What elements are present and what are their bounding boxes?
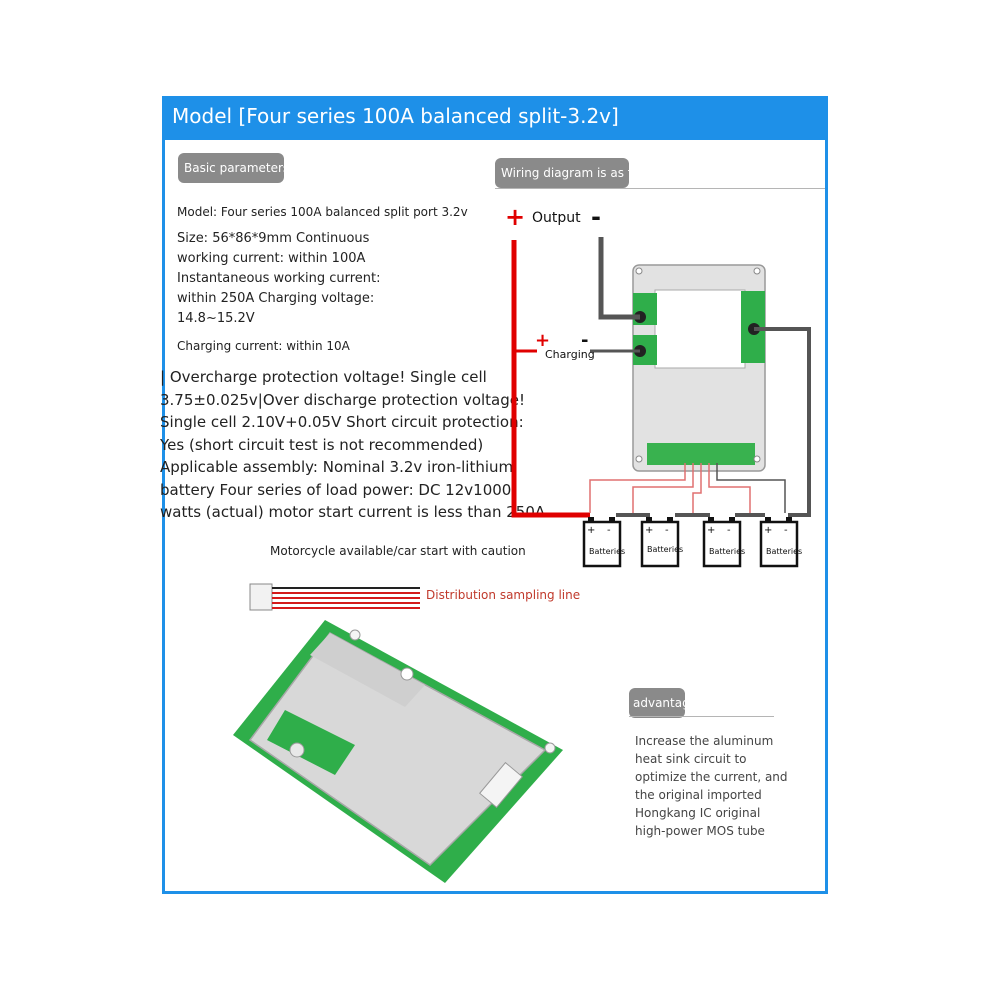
advantage-rule <box>629 716 774 717</box>
protection-line: | Overcharge protection voltage! Single … <box>160 368 487 386</box>
size-line: working current: within 100A <box>177 251 366 266</box>
charging-minus-sign: - <box>581 330 588 351</box>
mounting-hole <box>753 455 761 463</box>
output-minus-sign: - <box>591 203 601 231</box>
advantage-heading: advantage <box>629 688 697 718</box>
battery-minus-sign: - <box>727 525 731 536</box>
protection-spec: | Overcharge protection voltage! Single … <box>160 366 545 524</box>
battery-label: Batteries <box>647 545 683 554</box>
charging-plus-sign: + <box>535 330 550 351</box>
size-line: Size: 56*86*9mm Continuous <box>177 231 370 246</box>
battery-plus-sign: + <box>764 525 772 536</box>
size-line: within 250A Charging voltage: <box>177 291 375 306</box>
mounting-hole <box>753 267 761 275</box>
output-negative-wire <box>598 237 640 320</box>
wiring-diagram: + - Batteries + - Batteries + - Batterie… <box>505 203 811 568</box>
positive-main-wire <box>511 240 590 518</box>
battery-label: Batteries <box>589 547 625 556</box>
battery-negative-wire <box>754 327 811 517</box>
title-bar <box>162 96 828 140</box>
basic-parameters-heading: Basic parameters <box>178 153 289 183</box>
advantage-line: heat sink circuit to <box>635 752 747 766</box>
mounting-hole <box>635 455 643 463</box>
size-line: Instantaneous working current: <box>177 271 381 286</box>
battery-cell: + - Batteries <box>582 517 625 568</box>
protection-line: Yes (short circuit test is not recommend… <box>160 435 484 454</box>
board-balance-pcb <box>647 443 755 465</box>
output-plus-sign: + <box>505 203 525 231</box>
advantage-line: the original imported <box>635 788 762 802</box>
advantage-line: Hongkang IC original <box>635 806 761 820</box>
protection-line: watts (actual) motor start current is le… <box>160 503 546 521</box>
balance-wire <box>692 463 702 513</box>
battery-plus-sign: + <box>587 525 595 536</box>
wiring-diagram-heading: Wiring diagram is as follows <box>495 158 669 188</box>
page-title: Model [Four series 100A balanced split-3… <box>172 104 619 128</box>
motorcycle-note: Motorcycle available/car start with caut… <box>270 544 526 558</box>
battery-plus-sign: + <box>707 525 715 536</box>
cable-connector <box>249 583 273 611</box>
battery-label: Batteries <box>766 547 802 556</box>
product-board-image <box>233 620 563 883</box>
battery-cell: + - Batteries <box>640 517 683 568</box>
battery-minus-sign: - <box>607 525 611 536</box>
sampling-line-label: Distribution sampling line <box>426 588 581 602</box>
output-label: Output <box>532 210 581 226</box>
balance-wire <box>716 463 786 513</box>
model-line: Model: Four series 100A balanced split p… <box>177 205 468 219</box>
sampling-cable <box>249 583 420 611</box>
battery-cell: + - Batteries <box>759 517 802 568</box>
protection-line: Applicable assembly: Nominal 3.2v iron-l… <box>160 458 514 476</box>
advantage-text: Increase the aluminum heat sink circuit … <box>635 732 788 840</box>
protection-line: battery Four series of load power: DC 12… <box>160 480 512 499</box>
battery-cell: + - Batteries <box>702 517 745 568</box>
balance-wire <box>632 463 694 513</box>
balance-wire <box>589 463 686 513</box>
balance-wire <box>708 463 751 513</box>
advantage-line: high-power MOS tube <box>635 824 765 838</box>
protection-line: Single cell 2.10V+0.05V Short circuit pr… <box>160 413 524 431</box>
advantage-line: Increase the aluminum <box>635 734 774 748</box>
battery-label: Batteries <box>709 547 745 556</box>
battery-minus-sign: - <box>784 525 788 536</box>
mounting-hole <box>635 267 643 275</box>
charging-current: Charging current: within 10A <box>177 339 350 353</box>
size-line: 14.8~15.2V <box>177 311 255 326</box>
wiring-heading-rule <box>495 188 825 189</box>
size-spec: Size: 56*86*9mm Continuous working curre… <box>177 229 381 329</box>
battery-plus-sign: + <box>645 525 653 536</box>
board-cutout <box>654 289 746 369</box>
advantage-line: optimize the current, and <box>635 770 788 784</box>
protection-line: 3.75±0.025v|Over discharge protection vo… <box>160 390 526 409</box>
battery-minus-sign: - <box>665 525 669 536</box>
charging-label: Charging <box>545 348 595 361</box>
